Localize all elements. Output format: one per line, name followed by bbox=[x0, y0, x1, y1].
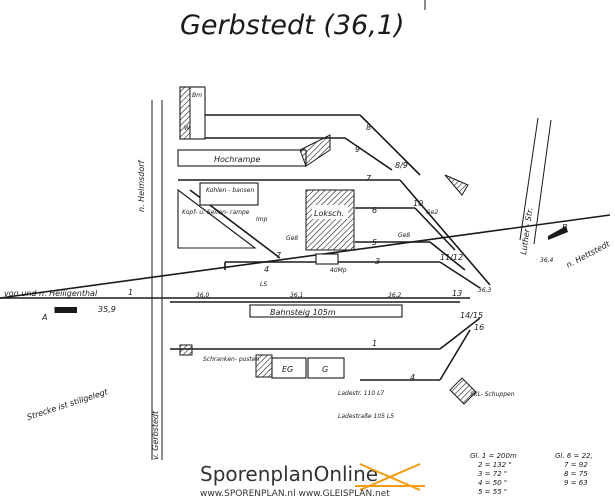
track-label-9: 9 bbox=[355, 145, 360, 154]
track-9-curve bbox=[344, 137, 393, 171]
signal-ge-b: Ge8 bbox=[286, 235, 298, 242]
switch-13: 13 bbox=[452, 289, 462, 298]
direction-west-label: von und n. Heiligenthal bbox=[4, 289, 98, 298]
km-36-4: 36,4 bbox=[540, 257, 554, 264]
switch-11-12: 11/12 bbox=[440, 253, 463, 262]
road-north-label: n. Helmsdorf bbox=[137, 159, 146, 212]
km-36-2: 36,2 bbox=[388, 292, 402, 299]
luther-street-b bbox=[533, 119, 552, 245]
switch-8-9: 8/9 bbox=[395, 161, 408, 170]
switch-10: 10 bbox=[413, 199, 423, 208]
signal-a-icon bbox=[55, 307, 77, 313]
track-label-8: 8 bbox=[366, 123, 371, 132]
hochrampe-label: Hochrampe bbox=[214, 155, 260, 164]
platform-label: Bahnsteig 105m bbox=[270, 308, 336, 317]
km-36-3: 36,3 bbox=[478, 287, 492, 294]
signal-a-label: A bbox=[41, 313, 47, 322]
km-35-9: 35,9 bbox=[98, 305, 116, 314]
signal-ge-a: Ge8 bbox=[398, 232, 410, 239]
legend-left-2: 2 = 132 " bbox=[478, 461, 512, 469]
switch-14-15: 14/15 bbox=[460, 311, 483, 320]
legend-left-4: 4 = 50 " bbox=[478, 479, 507, 487]
lokschuppen bbox=[305, 189, 355, 251]
track-7-connection bbox=[399, 179, 491, 286]
building-w-label: W bbox=[184, 125, 191, 132]
track-label-5: 5 bbox=[372, 238, 377, 247]
legend-left-3: 3 = 72 " bbox=[478, 470, 507, 478]
plan-title: Gerbstedt (36,1) bbox=[180, 10, 405, 41]
lokschuppen-label-bg bbox=[312, 205, 348, 219]
building-bm-label: Bm bbox=[192, 92, 202, 99]
switch-7: 7 bbox=[276, 251, 282, 260]
kohlenbansen-label: Kohlen - bansen bbox=[206, 187, 254, 194]
road-south-label: v. Gerbstedt bbox=[151, 410, 160, 460]
signal-ls: LS bbox=[260, 281, 267, 288]
g-label: G bbox=[322, 365, 328, 374]
platform bbox=[249, 304, 403, 318]
legend-right-4: 9 = 63 bbox=[564, 479, 588, 487]
legend-right-1: Gl. 6 = 22, bbox=[555, 452, 593, 460]
main-line-east bbox=[0, 214, 611, 299]
track-label-6: 6 bbox=[372, 206, 377, 215]
track-label-7: 7 bbox=[366, 174, 372, 183]
signal-b-icon bbox=[548, 226, 568, 240]
luther-street-a bbox=[519, 117, 539, 241]
building-bm-hatch bbox=[179, 86, 191, 140]
weighbridge-label: 40Mp bbox=[330, 267, 347, 274]
signal-ge-c: Ge2 bbox=[426, 209, 438, 216]
imp-label: Imp bbox=[256, 216, 268, 223]
km-36-0: 36,0 bbox=[196, 292, 210, 299]
kopframpe-label: Kopf- u. Seiten- rampe bbox=[182, 209, 250, 216]
kopframpe bbox=[177, 188, 257, 249]
track-label-4: 4 bbox=[264, 265, 269, 274]
switch-4: 4 bbox=[410, 373, 415, 382]
g-building bbox=[307, 357, 345, 379]
signal-b-label: B bbox=[562, 223, 568, 232]
legend-right-3: 8 = 75 bbox=[564, 470, 588, 478]
luther-street-label: Luther - Str. bbox=[519, 207, 534, 255]
legend-left-5: 5 = 55 " bbox=[478, 488, 507, 496]
track-label-1: 1 bbox=[128, 288, 133, 297]
ladestrasse-1-label: Ladestr. 110 L7 bbox=[338, 390, 384, 397]
km-36-1: 36,1 bbox=[290, 292, 303, 299]
ladestrasse-connection bbox=[439, 329, 471, 381]
eg-label: EG bbox=[282, 365, 293, 374]
track-5-connection bbox=[429, 241, 466, 271]
hochrampe-ramp bbox=[299, 134, 331, 167]
ladestrasse-2-label: Ladestraße 105 L5 bbox=[338, 413, 394, 420]
schrankenposten-label: Schranken- posten bbox=[203, 356, 260, 363]
legend-left-1: Gl. 1 = 200m bbox=[470, 452, 517, 460]
eg-hatch bbox=[255, 354, 273, 378]
boundary-mark-1 bbox=[444, 174, 469, 196]
weighbridge bbox=[315, 253, 339, 265]
lokschuppen-label: Loksch. bbox=[314, 209, 344, 218]
track-label-3: 3 bbox=[375, 257, 380, 266]
closed-line-label: Strecke ist stillgelegt bbox=[26, 387, 110, 422]
brand-urls: www.SPORENPLAN.nl www.GLEISPLAN.net bbox=[200, 489, 390, 499]
skl-label: SKL- Schuppen bbox=[470, 391, 515, 398]
eg-building bbox=[271, 357, 307, 379]
track-lower-connection bbox=[439, 317, 481, 350]
brand-name: SporenplanOnline bbox=[200, 462, 378, 486]
schrankenposten bbox=[179, 344, 193, 356]
direction-east-label: n. Hettstedt bbox=[565, 239, 612, 270]
switch-16: 16 bbox=[474, 323, 484, 332]
track-3-connection bbox=[439, 261, 481, 289]
skl-schuppen bbox=[449, 377, 477, 405]
track-8-curve bbox=[359, 114, 421, 176]
track-label-lower: 1 bbox=[372, 339, 377, 348]
kohlenbansen bbox=[199, 182, 259, 206]
legend-right-2: 7 = 92 bbox=[564, 461, 588, 469]
track-6-connection bbox=[414, 207, 456, 251]
